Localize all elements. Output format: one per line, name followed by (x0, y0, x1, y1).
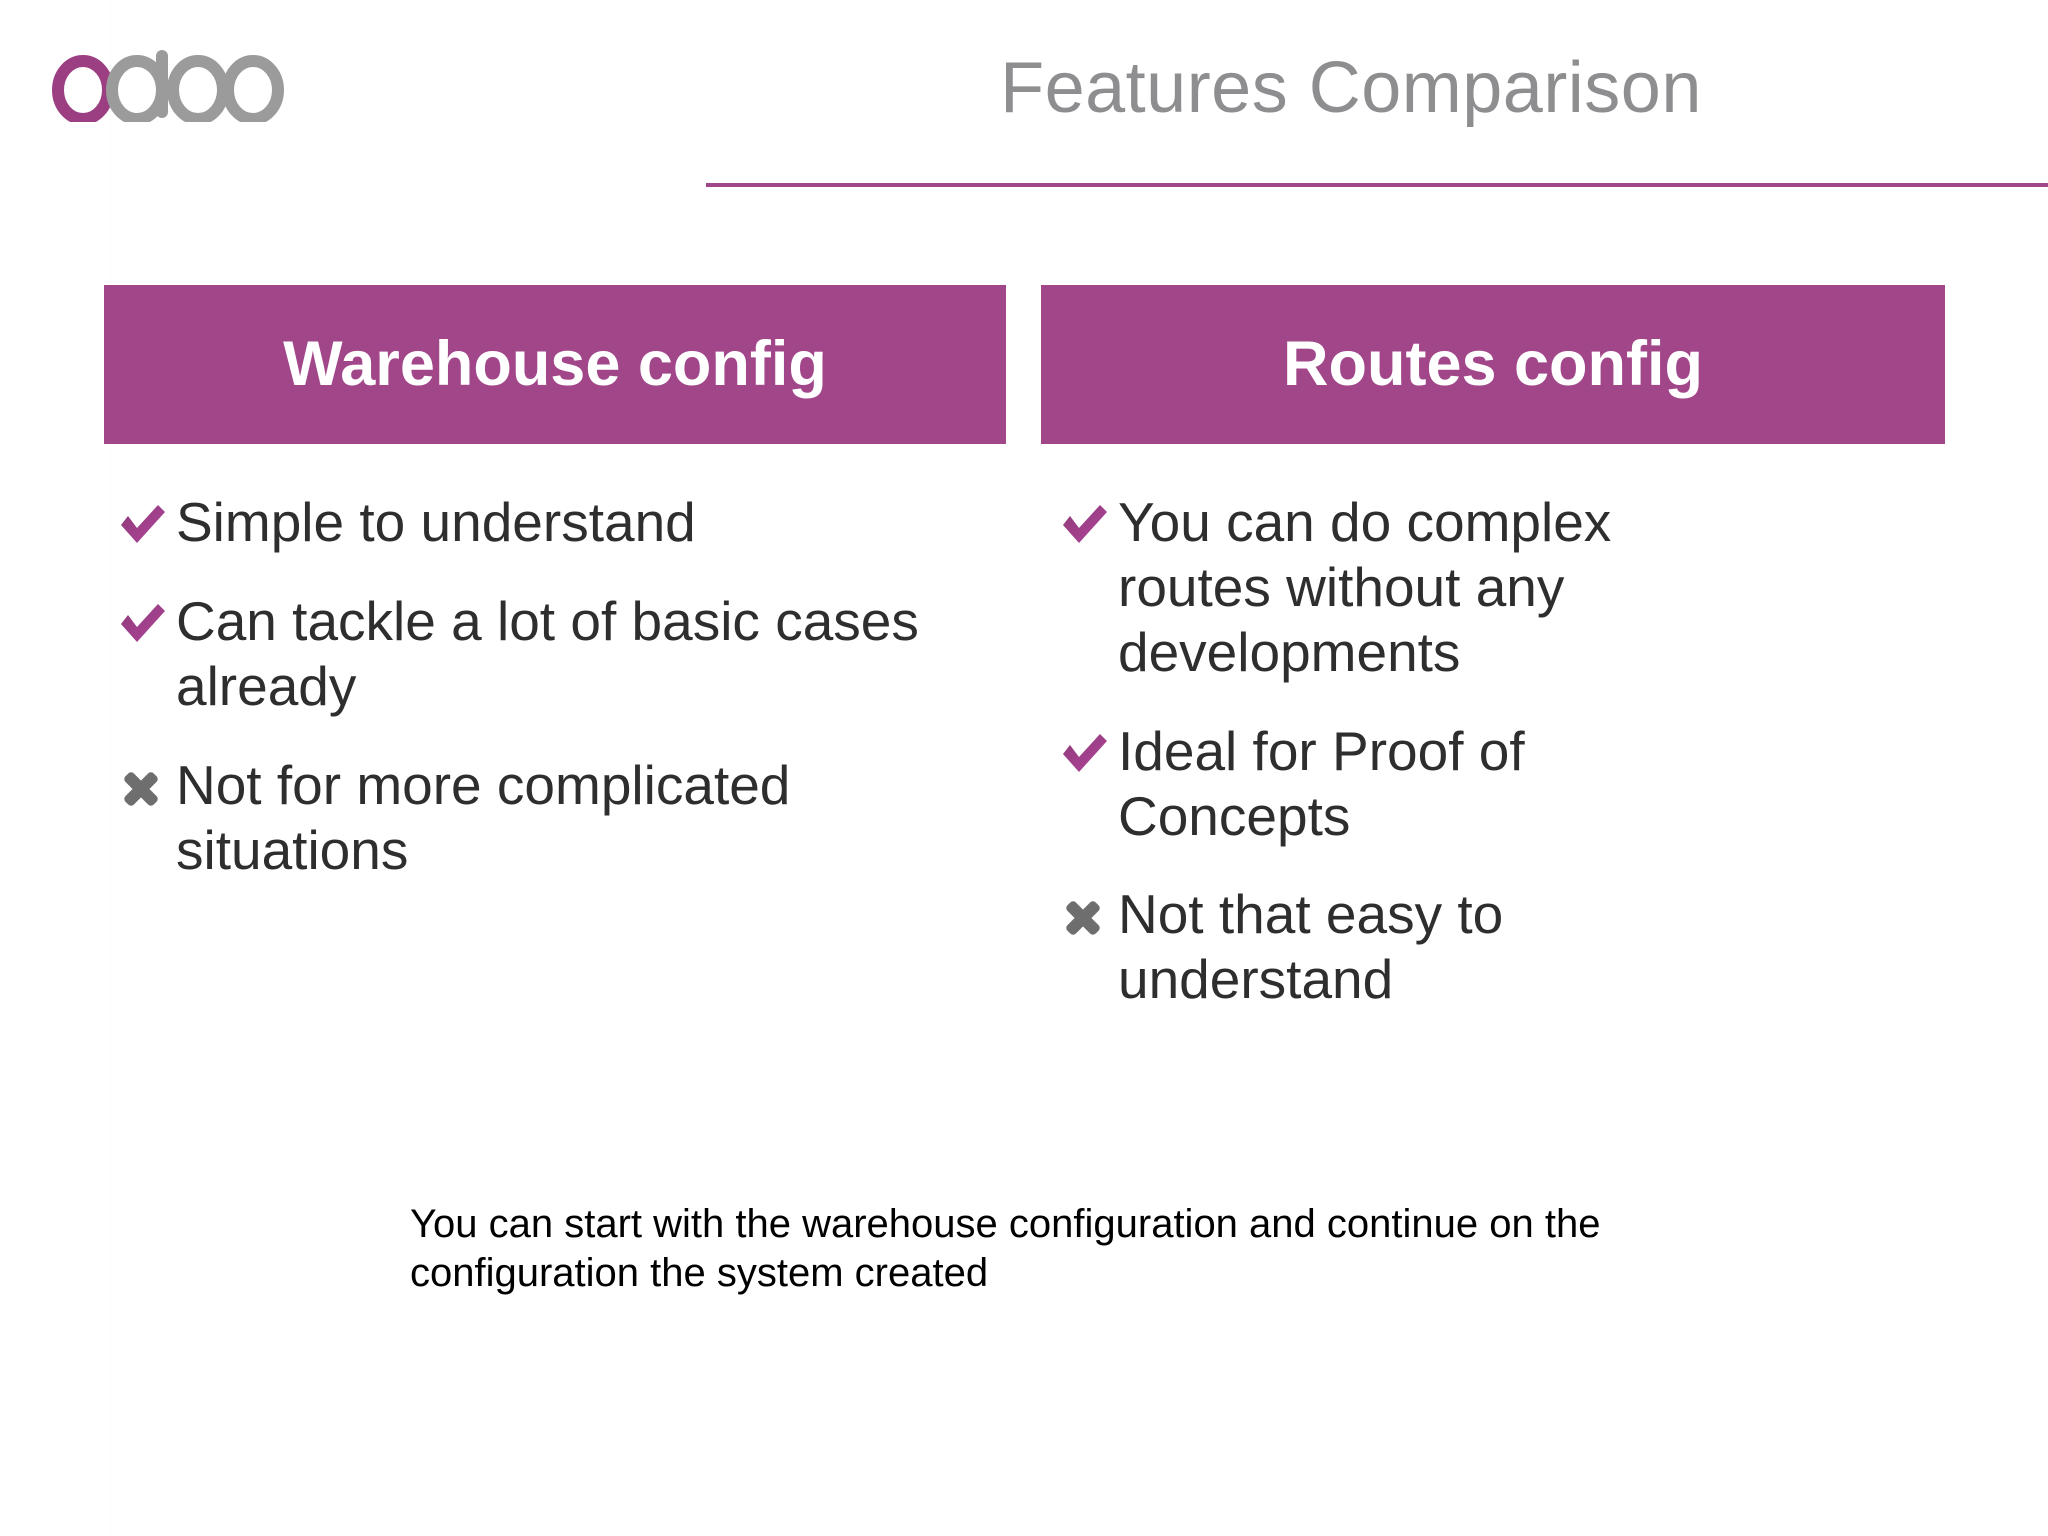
list-item-label: Not for more complicated situations (176, 753, 791, 881)
bullet-list-warehouse-config: Simple to understand Can tackle a lot of… (118, 490, 998, 916)
check-icon (118, 597, 176, 653)
check-icon (1060, 498, 1118, 554)
column-header-label: Routes config (1283, 329, 1703, 399)
cross-icon (1060, 890, 1118, 946)
column-header-label: Warehouse config (283, 329, 827, 399)
odoo-logo-icon (52, 50, 284, 122)
list-item-label: Simple to understand (176, 491, 696, 553)
list-item: Ideal for Proof of Concepts (1060, 719, 1760, 849)
odoo-logo (52, 42, 292, 122)
list-item: Can tackle a lot of basic cases already (118, 589, 998, 719)
list-item: Simple to understand (118, 490, 998, 555)
column-header-warehouse-config: Warehouse config (104, 285, 1006, 444)
list-item: You can do complex routes without any de… (1060, 490, 1760, 685)
title-underline-rule (706, 183, 2048, 187)
left-margin-guide (110, 0, 111, 1536)
list-item: Not for more complicated situations (118, 753, 998, 883)
list-item-label: You can do complex routes without any de… (1118, 491, 1612, 683)
footnote-text: You can start with the warehouse configu… (410, 1202, 1601, 1295)
check-icon (118, 498, 176, 554)
list-item-label: Can tackle a lot of basic cases already (176, 589, 919, 717)
page-title: Features Comparison (1000, 48, 1702, 128)
bullet-list-routes-config: You can do complex routes without any de… (1060, 490, 1760, 1046)
column-header-routes-config: Routes config (1041, 285, 1945, 444)
list-item-label: Ideal for Proof of Concepts (1118, 719, 1525, 847)
check-icon (1060, 727, 1118, 783)
list-item: Not that easy to understand (1060, 882, 1760, 1012)
cross-icon (118, 761, 176, 817)
list-item-label: Not that easy to understand (1118, 883, 1504, 1011)
